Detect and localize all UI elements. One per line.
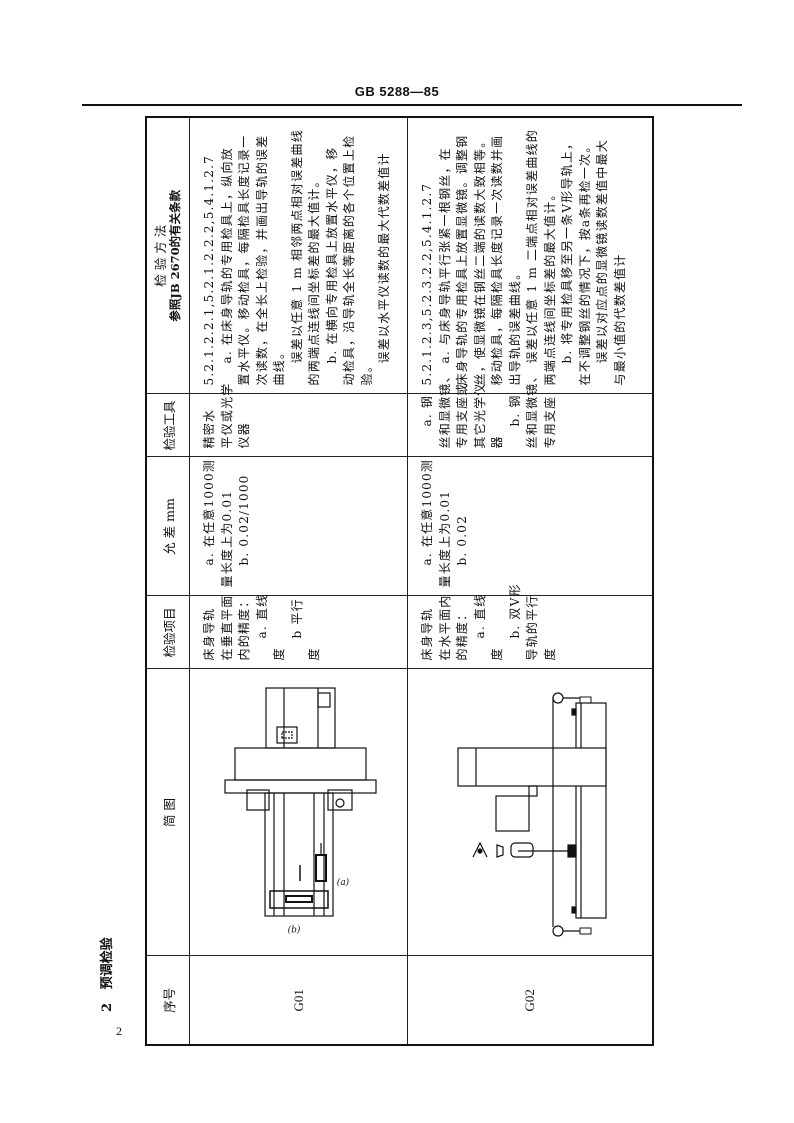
text-line: a. 在床身导轨的专用检具上，纵向放 bbox=[219, 147, 234, 364]
label-b: (b) bbox=[287, 926, 301, 937]
text-line: 的两端点连线间坐标差的最大值计。 bbox=[307, 174, 321, 386]
standard-number: GB 5288—85 bbox=[354, 84, 440, 99]
text-line: b. 在横向专用检具上放置水平仪，移 bbox=[324, 146, 339, 364]
text-line: 验。 bbox=[359, 359, 374, 386]
text-line: a. 与床身导轨平行张紧一根钢丝，在 bbox=[437, 147, 452, 364]
tool-g01: 精密水平仪或光学仪器 bbox=[189, 382, 408, 457]
text-line: 5.2.1.2.3,5.2.3.2.2,5.4.1.2.7 bbox=[420, 182, 434, 386]
text-line: 两端点连线间坐标差的最大值计。 bbox=[542, 187, 557, 386]
section-number: 2 bbox=[100, 1002, 115, 1012]
text-line: 床身导轨 bbox=[202, 607, 216, 661]
text-line: 移动检具，每隔检具长度记录一次读数并画 bbox=[490, 134, 504, 386]
text-line: 床身导轨的专用检具上放置显微镜。调整钢 bbox=[455, 134, 469, 386]
text-line: 量长度上为0.01 bbox=[437, 489, 452, 588]
text-line: a. 钢 bbox=[420, 394, 434, 427]
text-line: b. 钢 bbox=[507, 394, 522, 427]
label-a: (a) bbox=[336, 878, 350, 889]
text-line: 器 bbox=[490, 435, 504, 449]
table-header-row: 序号 简 图 检验项目 允 差 mm 检验工具 检 验 方 法 参照JB 267… bbox=[146, 117, 190, 1045]
text-line: 与最小值的代数差值计 bbox=[612, 253, 627, 386]
col-no: 序号 bbox=[146, 956, 190, 1045]
row-no: G02 bbox=[407, 956, 653, 1045]
text-line: b 平行 bbox=[289, 598, 304, 639]
text-line: 内的精度： bbox=[237, 594, 251, 661]
text-line: 动检具，沿导轨全长等距离的各个位置上检 bbox=[342, 134, 356, 386]
text-line: 度 bbox=[542, 647, 557, 661]
text-line: 在水平面内 bbox=[437, 594, 452, 661]
text-line: 其它光学仪 bbox=[472, 382, 487, 449]
text-line: 出导轨的误差曲线。 bbox=[507, 266, 522, 386]
text-line: 丝和显微镜、 bbox=[437, 369, 452, 449]
text-line: 平仪或光学 bbox=[219, 382, 234, 449]
text-line: 置水平仪。移动检具，每隔检具长度记录一 bbox=[237, 134, 251, 386]
table-row: G01 (a) (b) bbox=[189, 117, 408, 1045]
text-line: 误差以任意 1 m 相邻两点相对误差曲线 bbox=[289, 129, 304, 364]
text-line: 丝，使显微镜在钢丝二端的读数大致相等。 bbox=[472, 134, 487, 386]
text-line: 在不调整钢丝的情况下，按a条再检一次。 bbox=[577, 139, 592, 386]
col-method: 检 验 方 法 参照JB 2670的有关条款 bbox=[146, 117, 190, 394]
col-tolerance: 允 差 mm bbox=[146, 457, 190, 596]
text-line: 次读数，在全长上检验，并画出导轨的误差 bbox=[254, 134, 269, 386]
text-line: a. 在任意1000测 bbox=[420, 458, 434, 566]
text-line: b. 将专用检具移至另一条V形导轨上， bbox=[560, 136, 574, 364]
text-line: b. 双V形 bbox=[507, 583, 522, 639]
text-line: 误差以水平仪读数的最大代数差值计 bbox=[377, 152, 391, 364]
method-subtitle: 参照JB 2670的有关条款 bbox=[168, 189, 182, 322]
text-line: 精密水 bbox=[202, 408, 216, 449]
header-rule bbox=[82, 104, 742, 106]
text-line: 导轨的平行 bbox=[525, 594, 539, 661]
text-line: a. 直线 bbox=[254, 593, 269, 639]
diagram-g02 bbox=[407, 669, 653, 956]
text-line: a. 直线 bbox=[472, 593, 487, 639]
text-line: 量长度上为0.01 bbox=[219, 489, 234, 588]
text-line: 5.2.1.2.2.1,5.2.1.2.2.2,5.4.1.2.7 bbox=[202, 155, 216, 386]
col-item: 检验项目 bbox=[146, 596, 190, 669]
text-line: 度 bbox=[272, 647, 286, 661]
text-line: 专用支座或 bbox=[455, 382, 469, 449]
diagram-g01: (a) (b) bbox=[189, 669, 408, 956]
row-no: G01 bbox=[189, 956, 408, 1045]
text-line: 仪器 bbox=[237, 422, 251, 449]
text-line: 误差以任意 1 m 二端点相对误差曲线的 bbox=[525, 129, 539, 364]
text-line: a. 在任意1000测 bbox=[202, 458, 216, 566]
text-line: 在垂直平面 bbox=[219, 594, 234, 661]
page-number: 2 bbox=[116, 1024, 122, 1038]
text-line: 度 bbox=[307, 647, 321, 661]
text-line: 丝和显微镜、 bbox=[525, 369, 539, 449]
text-line: 专用支座 bbox=[542, 395, 557, 449]
method-title: 检 验 方 法 bbox=[153, 224, 168, 287]
text-line: 的精度： bbox=[455, 607, 469, 661]
text-line: 度 bbox=[490, 647, 504, 661]
section-heading: 2 预调检验 bbox=[96, 937, 115, 1012]
text-line: b. 0.02 bbox=[455, 515, 469, 566]
text-line: 误差以对应点的显微镜读数差值中最大 bbox=[595, 139, 609, 364]
section-title: 预调检验 bbox=[100, 937, 115, 990]
text-line: 床身导轨 bbox=[420, 607, 434, 661]
inspection-table: 序号 简 图 检验项目 允 差 mm 检验工具 检 验 方 法 参照JB 267… bbox=[145, 116, 654, 1046]
col-tool: 检验工具 bbox=[146, 394, 190, 457]
text-line: b. 0.02/1000 bbox=[237, 474, 251, 566]
text-line: 曲线。 bbox=[272, 345, 286, 386]
col-diagram: 简 图 bbox=[146, 669, 190, 956]
